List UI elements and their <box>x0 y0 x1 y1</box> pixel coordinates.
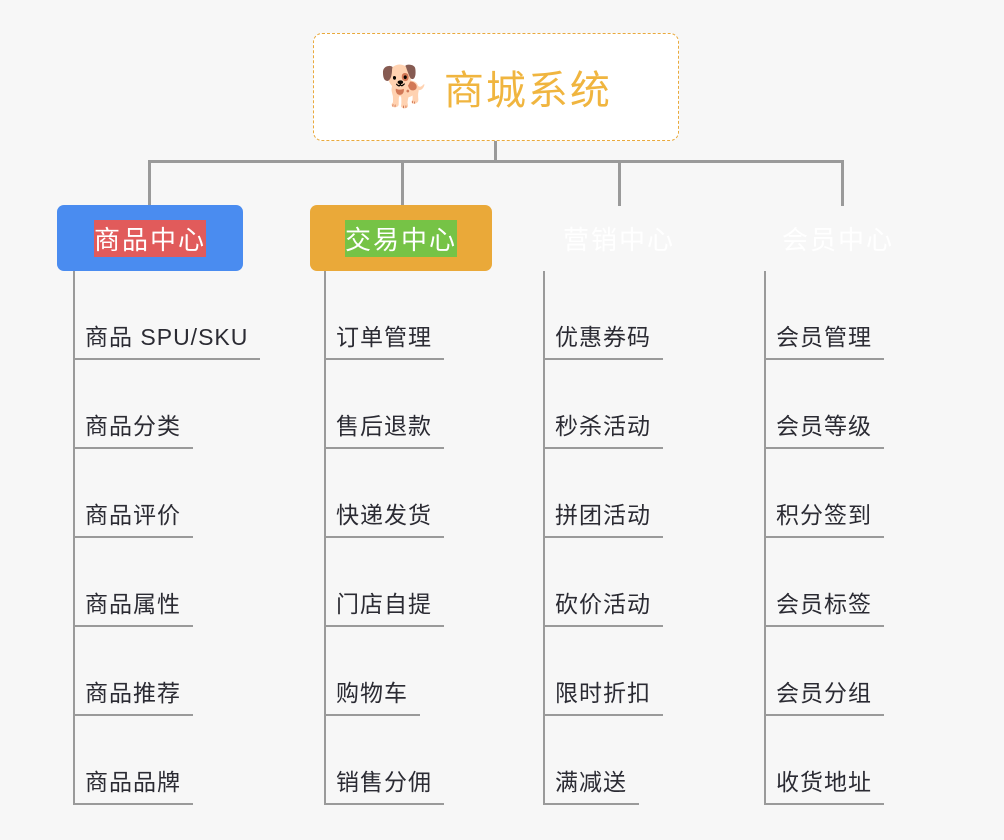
column-trunk-2 <box>324 271 326 805</box>
column-trunk-3 <box>543 271 545 805</box>
category-header-label: 交易中心 <box>344 219 457 257</box>
leaf-item-label: 订单管理 <box>336 324 432 350</box>
leaf-item-label: 会员分组 <box>776 680 872 706</box>
category-header-label: 会员中心 <box>781 224 894 255</box>
leaf-item-label: 销售分佣 <box>336 769 432 795</box>
leaf-item-label: 商品 SPU/SKU <box>85 324 249 350</box>
leaf-item-label: 商品推荐 <box>85 680 181 706</box>
category-header-3[interactable]: 营销中心 <box>527 205 711 271</box>
leaf-item[interactable]: 商品属性 <box>73 538 193 627</box>
category-header-4[interactable]: 会员中心 <box>745 205 931 271</box>
leaf-item[interactable]: 销售分佣 <box>324 716 444 805</box>
connector-drop-1 <box>148 160 151 206</box>
leaf-item[interactable]: 购物车 <box>324 627 420 716</box>
leaf-item-label: 拼团活动 <box>555 502 651 528</box>
leaf-item-label: 限时折扣 <box>555 680 651 706</box>
leaf-item-label: 购物车 <box>336 680 408 706</box>
leaf-item[interactable]: 满减送 <box>543 716 639 805</box>
leaf-item-label: 售后退款 <box>336 413 432 439</box>
leaf-item[interactable]: 会员等级 <box>764 360 884 449</box>
leaf-item-label: 商品分类 <box>85 413 181 439</box>
leaf-item[interactable]: 秒杀活动 <box>543 360 663 449</box>
leaf-item[interactable]: 商品分类 <box>73 360 193 449</box>
leaf-item-label: 会员管理 <box>776 324 872 350</box>
leaf-item[interactable]: 限时折扣 <box>543 627 663 716</box>
connector-root-stem <box>494 141 497 162</box>
leaf-item[interactable]: 拼团活动 <box>543 449 663 538</box>
leaf-item[interactable]: 砍价活动 <box>543 538 663 627</box>
connector-bus <box>148 160 844 163</box>
leaf-item[interactable]: 收货地址 <box>764 716 884 805</box>
leaf-item[interactable]: 优惠券码 <box>543 271 663 360</box>
leaf-item[interactable]: 门店自提 <box>324 538 444 627</box>
leaf-item-label: 商品属性 <box>85 591 181 617</box>
leaf-item-label: 会员标签 <box>776 591 872 617</box>
category-header-2[interactable]: 交易中心 <box>310 205 492 271</box>
connector-drop-4 <box>841 160 844 206</box>
leaf-item[interactable]: 订单管理 <box>324 271 444 360</box>
leaf-item[interactable]: 会员管理 <box>764 271 884 360</box>
leaf-item-label: 商品品牌 <box>85 769 181 795</box>
leaf-item[interactable]: 会员标签 <box>764 538 884 627</box>
shiba-dog-face-icon: 🐕 <box>380 65 430 109</box>
leaf-item[interactable]: 售后退款 <box>324 360 444 449</box>
column-trunk-4 <box>764 271 766 805</box>
leaf-item-label: 会员等级 <box>776 413 872 439</box>
connector-drop-2 <box>401 160 404 206</box>
leaf-item[interactable]: 商品评价 <box>73 449 193 538</box>
root-title: 商城系统 <box>443 69 612 113</box>
leaf-item-label: 快递发货 <box>336 502 432 528</box>
connector-drop-3 <box>618 160 621 206</box>
leaf-item[interactable]: 商品 SPU/SKU <box>73 271 261 360</box>
leaf-item-label: 满减送 <box>555 769 627 795</box>
leaf-item[interactable]: 积分签到 <box>764 449 884 538</box>
leaf-item[interactable]: 快递发货 <box>324 449 444 538</box>
leaf-item[interactable]: 商品品牌 <box>73 716 193 805</box>
category-header-label: 商品中心 <box>93 219 206 257</box>
leaf-item-label: 秒杀活动 <box>555 413 651 439</box>
leaf-item-label: 砍价活动 <box>555 591 651 617</box>
leaf-item-label: 商品评价 <box>85 502 181 528</box>
leaf-item[interactable]: 会员分组 <box>764 627 884 716</box>
category-header-1[interactable]: 商品中心 <box>57 205 243 271</box>
leaf-item-label: 收货地址 <box>776 769 872 795</box>
category-header-label: 营销中心 <box>562 224 675 255</box>
root-node[interactable]: 🐕 商城系统 <box>313 33 679 141</box>
leaf-item-label: 积分签到 <box>776 502 872 528</box>
column-trunk-1 <box>73 271 75 805</box>
leaf-item-label: 门店自提 <box>336 591 432 617</box>
leaf-item-label: 优惠券码 <box>555 324 651 350</box>
leaf-item[interactable]: 商品推荐 <box>73 627 193 716</box>
